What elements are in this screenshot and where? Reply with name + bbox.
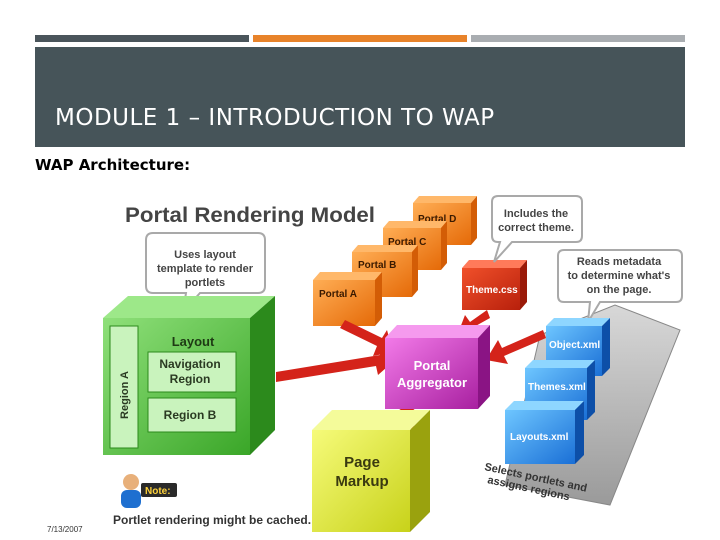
page-markup-block: Page Markup <box>312 410 430 532</box>
diagram-heading: Portal Rendering Model <box>125 204 375 227</box>
accent-bar-dark <box>35 35 249 42</box>
callout-layout-line1: Uses layout <box>174 249 236 261</box>
page-markup-line1: Page <box>344 454 380 471</box>
note: Note: Portlet rendering might be cached. <box>113 474 311 527</box>
slide-title: MODULE 1 – INTRODUCTION TO WAP <box>55 105 495 131</box>
region-a-label: Region A <box>119 371 131 419</box>
accent-bar-orange <box>253 35 467 42</box>
person-icon <box>123 474 139 490</box>
portal-a-block: Portal A <box>313 272 382 326</box>
slide-date: 7/13/2007 <box>47 525 83 534</box>
portal-a-label: Portal A <box>319 289 357 300</box>
aggregator-line1: Portal <box>414 358 451 373</box>
theme-css-label: Theme.css <box>466 285 518 296</box>
layouts-xml-label: Layouts.xml <box>510 432 569 443</box>
layouts-xml-block: Layouts.xml <box>505 401 584 464</box>
theme-css-block: Theme.css <box>462 260 527 310</box>
callout-metadata-line1: Reads metadata <box>577 256 662 268</box>
portal-d-label: Portal D <box>418 214 456 225</box>
region-b-label: Region B <box>164 408 217 422</box>
layout-label: Layout <box>172 334 215 349</box>
portal-aggregator-block: Portal Aggregator <box>385 325 490 409</box>
slide-subtitle: WAP Architecture: <box>35 156 191 174</box>
callout-metadata-line2: to determine what's <box>568 270 671 282</box>
aggregator-line2: Aggregator <box>397 375 467 390</box>
callout-theme: Includes the correct theme. <box>491 195 583 263</box>
callout-layout-line2: template to render <box>157 263 254 275</box>
note-text: Portlet rendering might be cached. <box>113 513 311 527</box>
themes-xml-label: Themes.xml <box>528 382 586 393</box>
callout-theme-line1: Includes the <box>504 208 568 220</box>
callout-metadata: Reads metadata to determine what's on th… <box>557 249 683 323</box>
navigation-region-line1: Navigation <box>159 357 220 371</box>
note-label: Note: <box>145 486 171 497</box>
portal-c-label: Portal C <box>388 237 426 248</box>
page-markup-line2: Markup <box>335 473 388 490</box>
navigation-region-line2: Region <box>170 372 211 386</box>
title-banner: MODULE 1 – INTRODUCTION TO WAP <box>35 47 685 147</box>
portal-b-label: Portal B <box>358 260 396 271</box>
layout-box: Region A Layout Navigation Region Region… <box>103 296 275 455</box>
accent-bar-gray <box>471 35 685 42</box>
callout-layout-line3: portlets <box>185 277 225 289</box>
callout-theme-line2: correct theme. <box>498 222 574 234</box>
object-xml-label: Object.xml <box>549 340 600 351</box>
callout-metadata-line3: on the page. <box>587 284 652 296</box>
callout-layout: Uses layout template to render portlets <box>145 232 266 316</box>
